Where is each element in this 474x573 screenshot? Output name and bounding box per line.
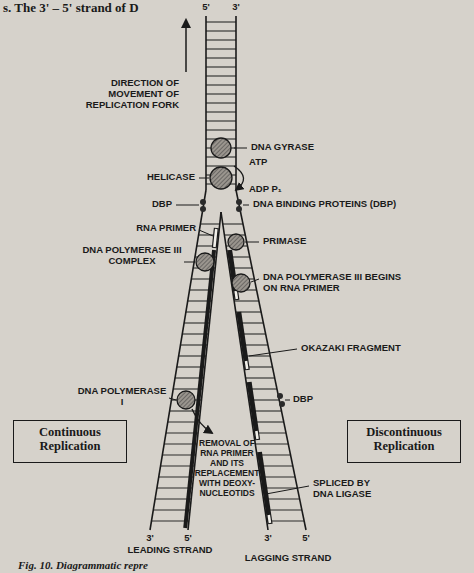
end-label: 3' (263, 533, 273, 544)
enzyme-label: DNA POLYMERASE III COMPLEX (81, 245, 183, 267)
primase-enzyme (228, 234, 244, 250)
new-strand (214, 229, 216, 247)
enzyme-label: HELICASE (146, 172, 196, 183)
enzyme-label: SPLICED BY DNA LIGASE (312, 478, 394, 500)
helicase-enzyme (210, 167, 232, 189)
new-strand (236, 291, 237, 299)
dbp-beads (200, 199, 285, 407)
direction-label: DIRECTION OF MOVEMENT OF REPLICATION FOR… (66, 78, 180, 111)
protein-label: DNA BINDING PROTEINS (DBP) (252, 199, 397, 210)
new-strand (239, 312, 248, 370)
polymerase-iii-enzyme (232, 274, 250, 292)
atp-label: ATP (248, 157, 268, 168)
end-label: 3' (145, 533, 155, 544)
enzyme-label: DNA POLYMERASE III BEGINS ON RNA PRIMER (262, 272, 414, 294)
end-label: 5' (201, 2, 211, 13)
new-strand (256, 431, 257, 439)
enzyme-label: DNA POLYMERASE I (75, 386, 169, 408)
process-box: Continuous Replication (13, 420, 127, 463)
end-label: 5' (301, 533, 311, 544)
new-strand (249, 382, 258, 440)
strand-label: LAGGING STRAND (244, 553, 333, 564)
new-strand (246, 361, 247, 369)
polymerase-i-enzyme (177, 391, 195, 409)
end-label: 5' (183, 533, 193, 544)
removal-arrow (192, 409, 212, 433)
process-box: Discontinuous Replication (347, 420, 461, 463)
box-text: Discontinuous Replication (356, 425, 452, 454)
enzyme-label: PRIMASE (262, 236, 307, 247)
end-label: 3' (231, 2, 241, 13)
box-text: Continuous Replication (22, 425, 118, 454)
fragment-label: OKAZAKI FRAGMENT (300, 343, 402, 354)
adp-label: ADP P₁ (248, 184, 283, 195)
new-strand (214, 228, 216, 248)
gyrase-enzyme (211, 138, 231, 158)
enzyme-label: DNA GYRASE (250, 142, 315, 153)
protein-label: DBP (292, 394, 314, 405)
strand-label: LEADING STRAND (127, 545, 214, 556)
direction-arrow (185, 20, 187, 72)
process-note: REMOVAL OF RNA PRIMER AND ITS REPLACEMEN… (192, 438, 262, 498)
figure-caption: Fig. 10. Diagrammatic repre (18, 559, 148, 571)
polymerase-iii-enzyme (196, 253, 214, 271)
page-fragment: s. The 3' – 5' strand of D (2, 1, 140, 16)
new-strand (269, 515, 270, 523)
primer-label: RNA PRIMER (135, 223, 197, 234)
new-strand (259, 452, 270, 524)
atp-arrow (234, 166, 244, 190)
protein-label: DBP (151, 199, 173, 210)
